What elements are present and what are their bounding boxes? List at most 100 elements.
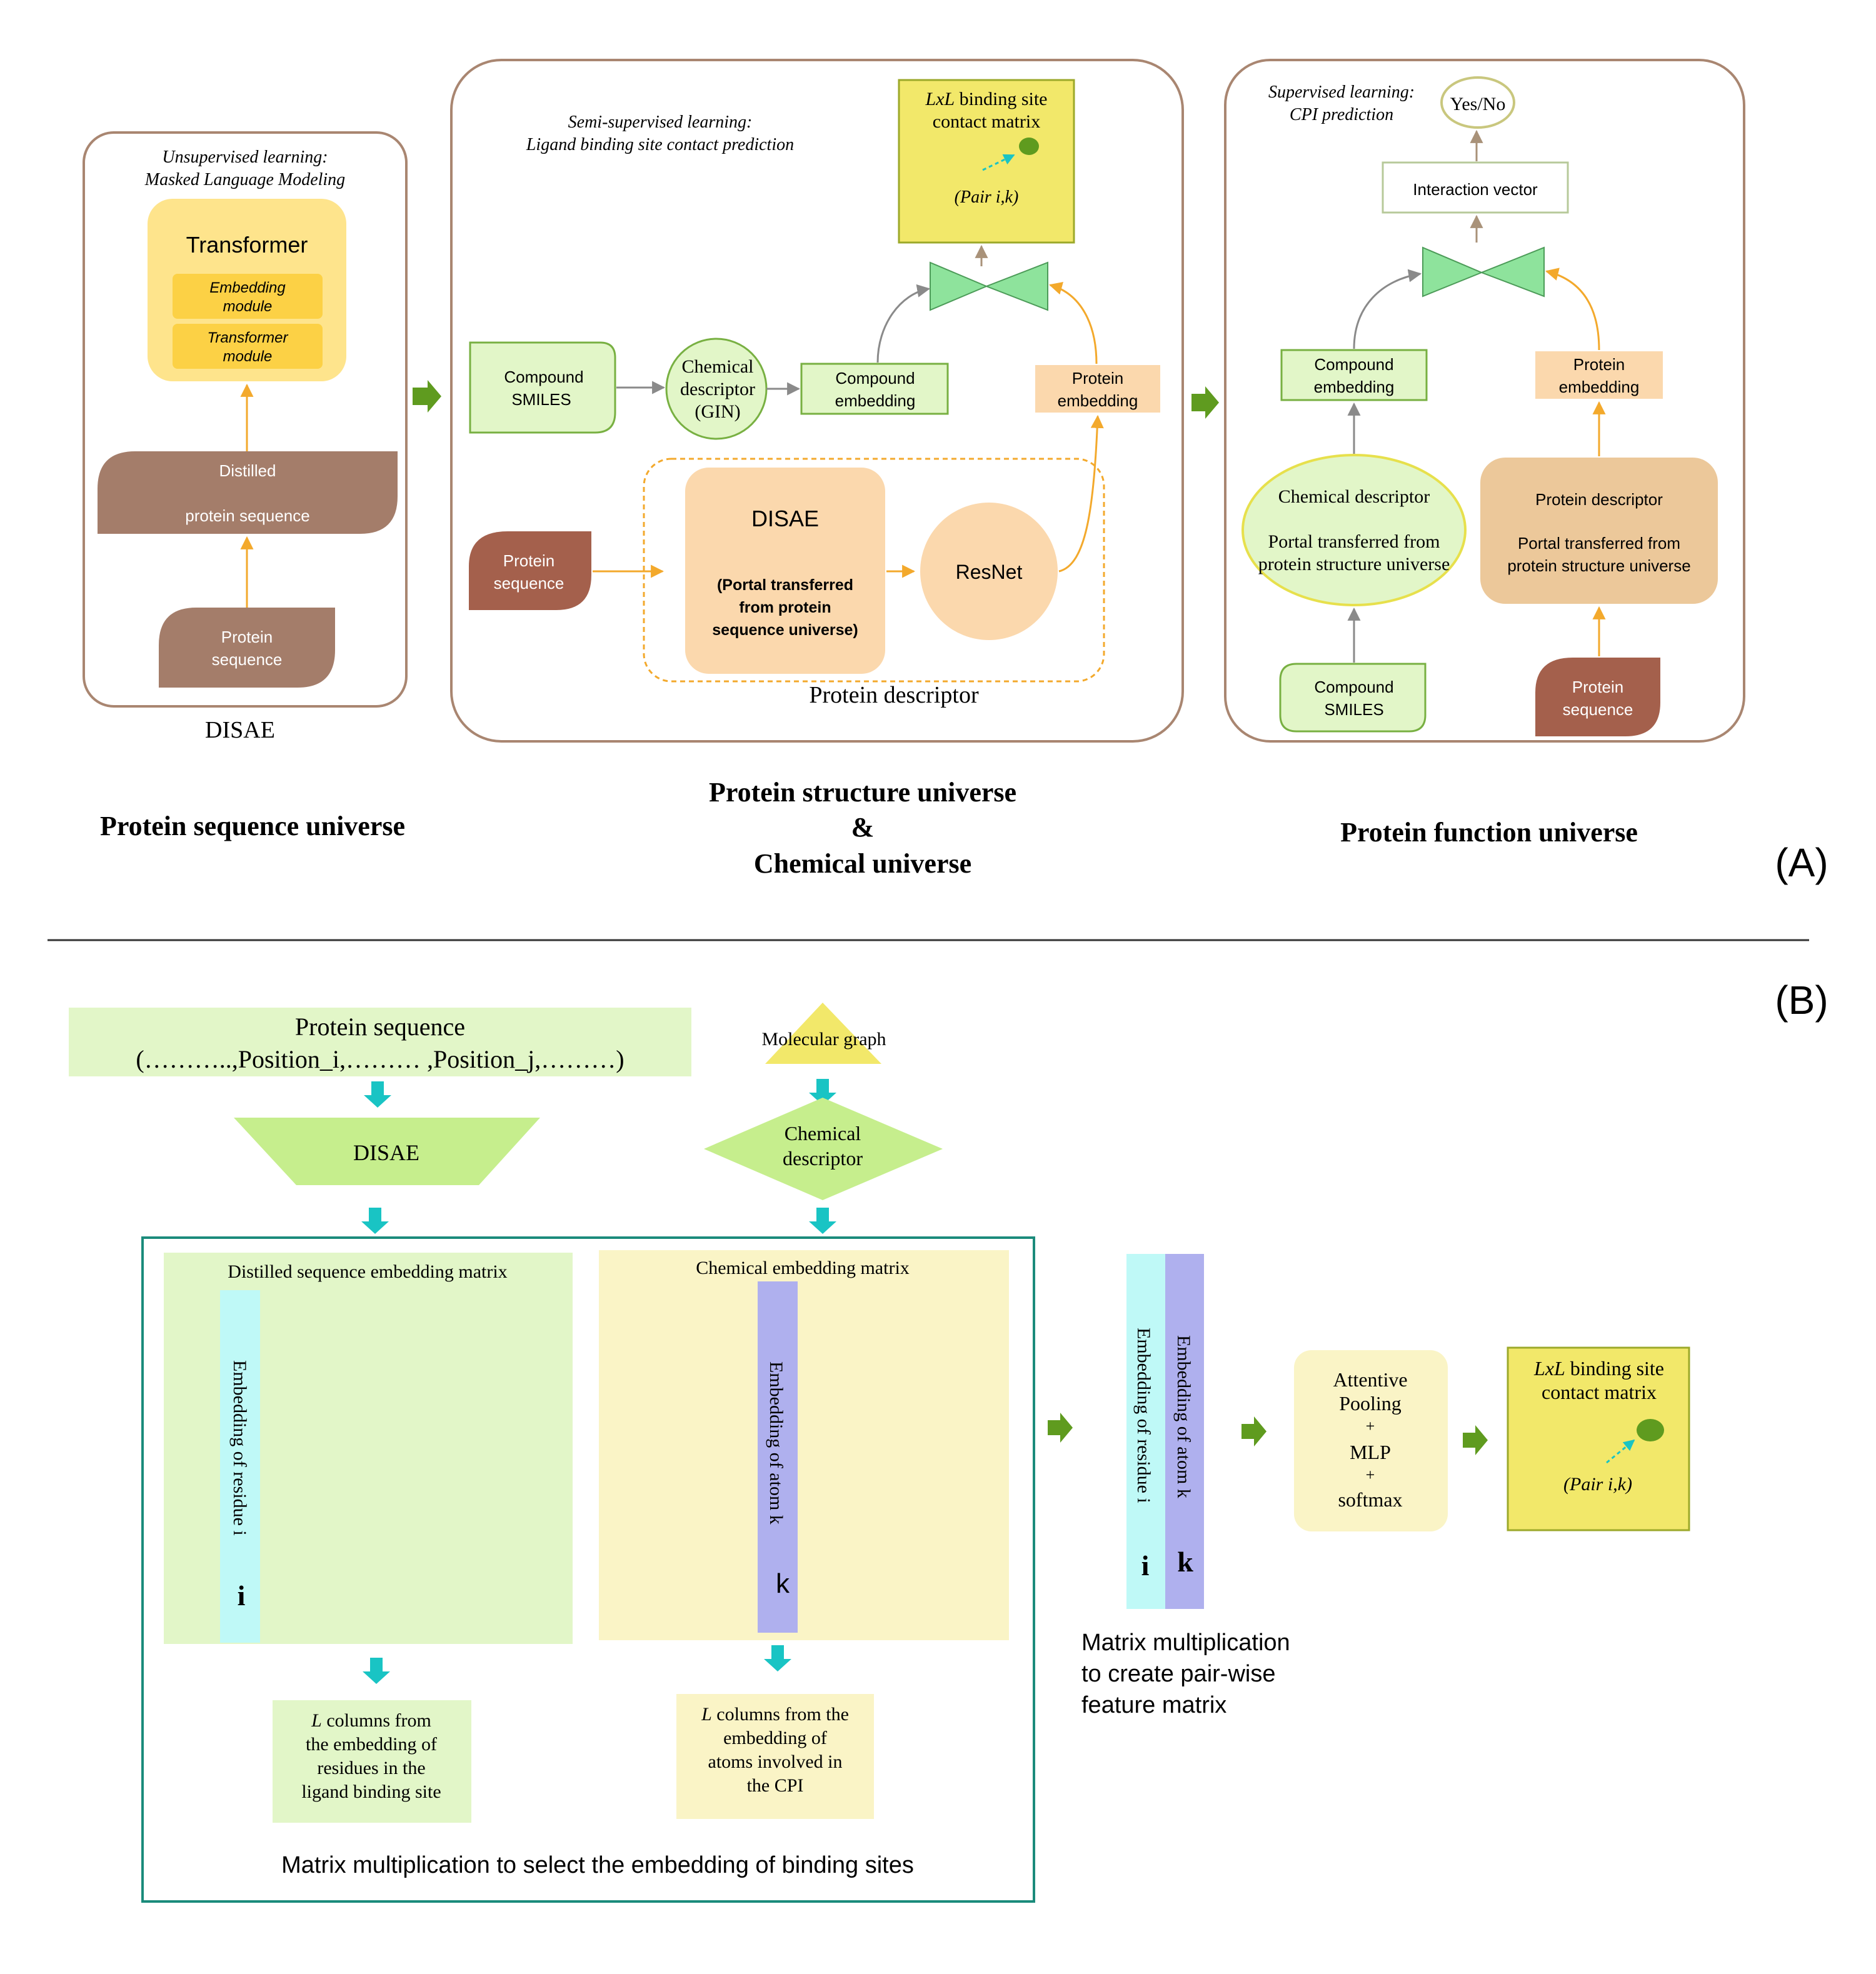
function-protein-seq-shape xyxy=(1535,658,1660,736)
contact-matrix-line2: contact matrix xyxy=(933,111,1040,132)
residue-to-lcolumns-arrow xyxy=(363,1658,390,1684)
descriptor-to-matrix-arrow xyxy=(809,1208,836,1234)
function-protein-seq-line2: sequence xyxy=(1563,700,1633,719)
pairwise-atom-strip xyxy=(1165,1254,1204,1609)
function-protein-emb-line1: Protein xyxy=(1573,355,1625,374)
structure-universe-title-line1: Protein structure universe xyxy=(709,777,1016,808)
disae-sub-line1: (Portal transferred xyxy=(717,576,853,594)
transformer-module-line1: Transformer xyxy=(208,329,289,346)
function-chem-desc-line1: Portal transferred from xyxy=(1268,531,1440,552)
protein-emb-line1: Protein xyxy=(1072,369,1123,388)
contact-matrix-box xyxy=(898,79,1075,244)
embedding-module-line1: Embedding xyxy=(209,279,286,296)
function-prot-desc-line1: Portal transferred from xyxy=(1518,534,1680,553)
pairwise-residue-strip xyxy=(1126,1254,1165,1609)
function-compound-emb-box xyxy=(1280,349,1428,401)
atom-lcolumns-line1: L columns from the xyxy=(701,1704,849,1725)
protein-descriptor-region xyxy=(643,458,1105,683)
embedding-module-line2: module xyxy=(223,298,273,315)
distilled-line2: protein sequence xyxy=(185,506,309,525)
function-bowtie-left xyxy=(1422,246,1483,298)
function-chem-desc-line2: protein structure universe xyxy=(1258,554,1450,574)
protein-sequence-title: Protein sequence xyxy=(295,1013,465,1041)
protein-seq-line1: Protein xyxy=(221,628,273,646)
attentive-pooling-box xyxy=(1294,1350,1448,1531)
protein-seq-line2: sequence xyxy=(212,650,283,669)
molecular-graph-label: Molecular graph xyxy=(761,1029,886,1050)
structure-protein-seq-line2: sequence xyxy=(494,574,564,593)
function-prot-desc-line2: protein structure universe xyxy=(1507,556,1690,575)
interaction-vector-label: Interaction vector xyxy=(1413,180,1538,199)
resnet-label: ResNet xyxy=(956,561,1023,583)
arrow-to-pooling xyxy=(1241,1416,1267,1446)
residue-index-label: i xyxy=(238,1580,246,1611)
function-compound-smiles-line2: SMILES xyxy=(1324,700,1383,719)
transformer-title: Transformer xyxy=(186,232,308,258)
protein-descriptor-label: Protein descriptor xyxy=(809,682,979,708)
atom-lcolumns-box xyxy=(676,1694,874,1819)
function-chemical-descriptor xyxy=(1241,454,1467,606)
atom-embedding-strip xyxy=(758,1281,798,1633)
protein-sequence-banner xyxy=(69,1008,691,1076)
distilled-sequence-shape xyxy=(98,451,398,534)
pooling-line3: + xyxy=(1366,1417,1375,1435)
disae-sub-line2: from protein xyxy=(739,599,831,616)
sequence-universe-title: Protein sequence universe xyxy=(100,811,405,841)
arrow-to-contact-matrix-b xyxy=(1463,1425,1488,1455)
arrow-sequence-to-structure xyxy=(413,380,441,413)
transformer-module-line2: module xyxy=(223,348,273,365)
contact-matrix-line1: LxL binding site xyxy=(925,89,1047,109)
atom-embedding-label: Embedding of atom k xyxy=(766,1361,786,1525)
function-compound-to-bowtie-arrow xyxy=(1353,269,1422,349)
pair-label-b: (Pair i,k) xyxy=(1563,1474,1632,1495)
atom-lcolumns-line2: embedding of xyxy=(723,1728,827,1748)
pairwise-caption-line2: to create pair-wise xyxy=(1081,1661,1275,1687)
structure-protein-seq-line1: Protein xyxy=(503,551,554,570)
residue-lcolumns-line1: L columns from xyxy=(311,1710,431,1731)
function-protein-emb-line2: embedding xyxy=(1559,378,1640,396)
pairwise-caption-line3: feature matrix xyxy=(1081,1692,1226,1718)
distilled-matrix-label: Distilled sequence embedding matrix xyxy=(228,1261,507,1282)
disae-block xyxy=(685,468,885,674)
function-compound-smiles-line1: Compound xyxy=(1314,678,1393,696)
residue-lcolumns-line4: ligand binding site xyxy=(301,1781,441,1802)
protein-sequence-positions: (………..,Position_i,……… ,Position_j,………) xyxy=(136,1045,624,1073)
gin-line1: Chemical xyxy=(682,356,754,377)
residue-lcolumns-line3: residues in the xyxy=(317,1758,425,1778)
function-protein-to-bowtie-arrow xyxy=(1545,268,1600,351)
residue-embedding-strip xyxy=(220,1290,260,1643)
pairwise-residue-label: Embedding of residue i xyxy=(1133,1328,1154,1503)
pairwise-atom-label: Embedding of atom k xyxy=(1173,1335,1194,1498)
contact-dot xyxy=(1019,138,1039,155)
graph-to-descriptor-arrow xyxy=(809,1079,836,1105)
panel-a-label: (A) xyxy=(1775,840,1828,885)
interaction-vector-box xyxy=(1382,161,1569,214)
residue-lcolumns-box xyxy=(273,1700,471,1823)
seq-to-disae-arrow-b xyxy=(364,1081,391,1108)
distilled-line1: Distilled xyxy=(219,461,276,480)
contact-pointer-b xyxy=(1606,1439,1635,1464)
structure-universe-panel: Semi-supervised learning: Ligand binding… xyxy=(450,59,1184,743)
compound-emb-to-bowtie-arrow xyxy=(876,284,931,363)
semi-supervised-caption-line2: Ligand binding site contact prediction xyxy=(526,135,794,154)
arrow-to-pairwise xyxy=(1048,1413,1073,1443)
compound-embedding-box xyxy=(800,363,949,415)
function-compound-smiles-shape xyxy=(1279,663,1427,733)
panel-b-label: (B) xyxy=(1775,978,1828,1023)
chem-desc-b-line2: descriptor xyxy=(783,1147,863,1170)
semi-supervised-caption-line1: Semi-supervised learning: xyxy=(568,113,753,132)
chemical-matrix-label: Chemical embedding matrix xyxy=(696,1258,910,1278)
compound-smiles-shape xyxy=(469,341,616,434)
selection-caption: Matrix multiplication to select the embe… xyxy=(281,1852,914,1878)
structure-universe-title-line2: & xyxy=(851,812,875,843)
function-universe-panel: Supervised learning: CPI prediction Yes/… xyxy=(1224,59,1745,743)
atom-index-label: k xyxy=(776,1568,790,1599)
gin-line3: (GIN) xyxy=(695,401,740,422)
chem-desc-b-line1: Chemical xyxy=(785,1122,861,1145)
resnet-to-protein-emb-arrow xyxy=(1058,414,1104,573)
atom-to-lcolumns-arrow xyxy=(764,1645,791,1671)
structure-universe-title-line3: Chemical universe xyxy=(754,848,971,879)
compound-smiles-line1: Compound xyxy=(504,368,583,386)
protein-emb-to-bowtie-arrow xyxy=(1048,282,1098,364)
